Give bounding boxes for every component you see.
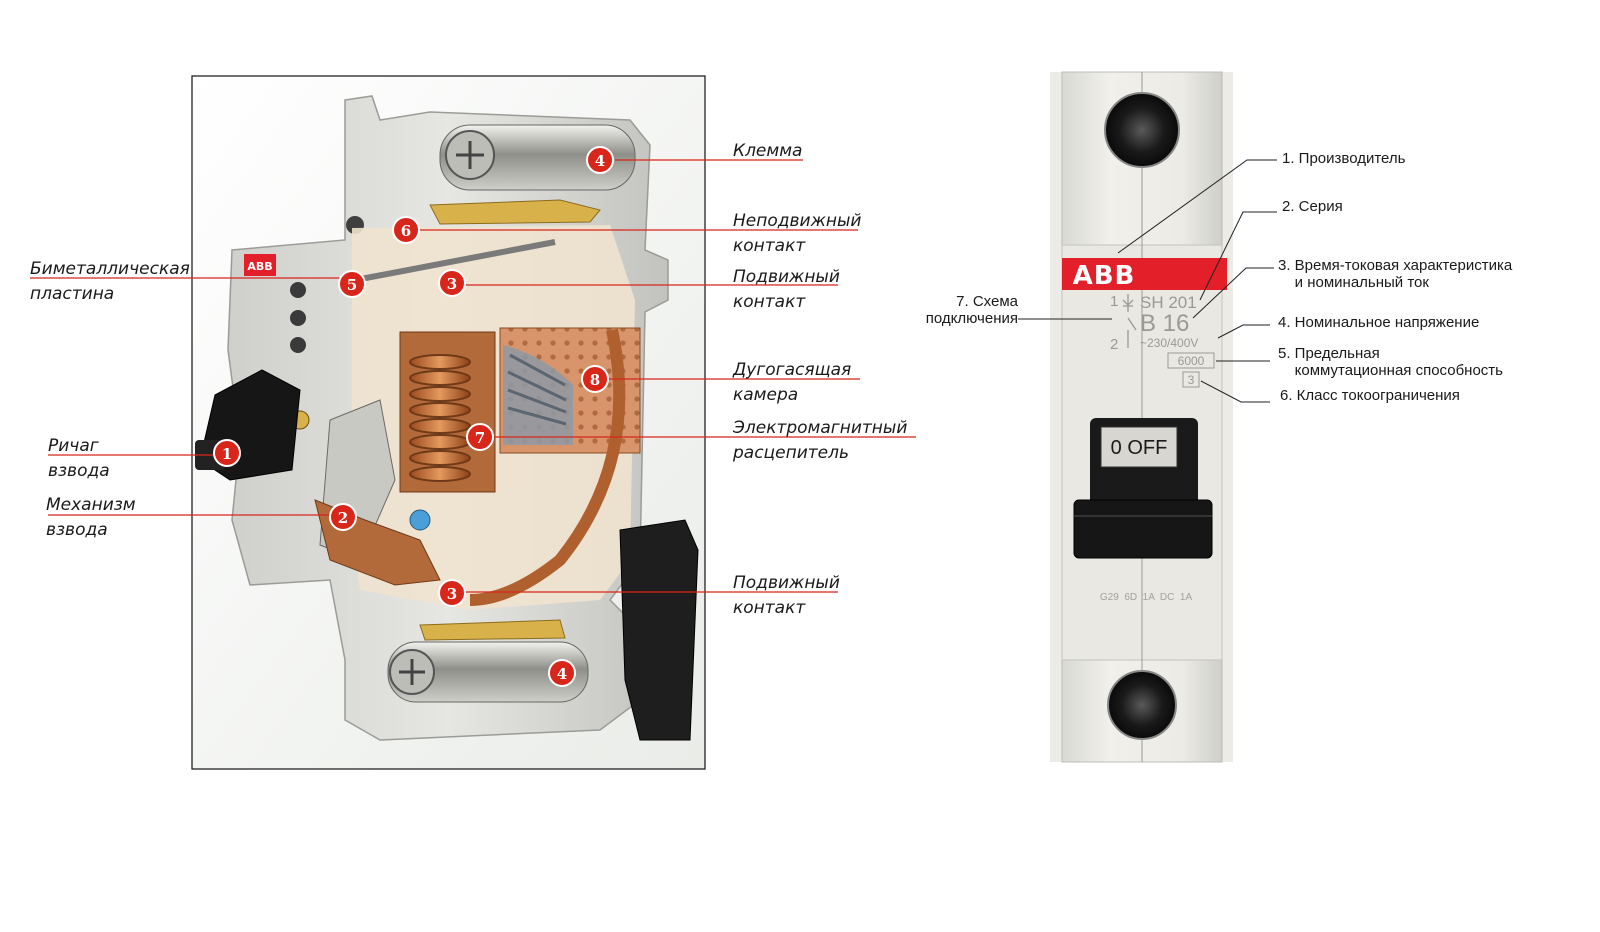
label-moving-contact-bottom-2: контакт bbox=[733, 598, 806, 618]
badge-6: 6 bbox=[392, 216, 420, 244]
limiting-class-text: 3 bbox=[1188, 373, 1195, 387]
badge-3-top: 3 bbox=[438, 269, 466, 297]
bottom-codes: G29 6D 1A DC 1A bbox=[1100, 592, 1193, 603]
annotation-capacity-2: коммутационная способность bbox=[1278, 362, 1503, 379]
label-bimetal-2: пластина bbox=[30, 284, 114, 304]
badge-3-bottom: 3 bbox=[438, 579, 466, 607]
toggle-state-text: 0 OFF bbox=[1111, 437, 1168, 459]
breaker-front: ABB 1 2 SH 201 B 16 ~230/400V 6000 3 0 O… bbox=[1050, 71, 1233, 763]
label-em-release-2: расцепитель bbox=[732, 443, 849, 463]
terminal-bottom bbox=[387, 641, 589, 703]
voltage-text: ~230/400V bbox=[1140, 336, 1198, 350]
copper-conductor bbox=[469, 328, 626, 606]
annotations: 1. Производитель 2. Серия 3. Время-токов… bbox=[926, 150, 1513, 404]
annotation-leaders bbox=[1018, 159, 1277, 403]
series-text: SH 201 bbox=[1140, 293, 1197, 312]
svg-text:4: 4 bbox=[557, 665, 567, 683]
label-fixed-contact-1: Неподвижный bbox=[733, 211, 861, 231]
badge-4-top: 4 bbox=[586, 146, 614, 174]
annotation-characteristic-2: и номинальный ток bbox=[1278, 274, 1429, 291]
annotation-capacity-1: 5. Предельная bbox=[1278, 345, 1380, 362]
cutaway-labels: Клемма Неподвижный контакт Подвижный кон… bbox=[30, 141, 907, 618]
cutaway-illustration: ABB bbox=[191, 75, 706, 770]
svg-text:8: 8 bbox=[590, 371, 600, 389]
annotation-manufacturer: 1. Производитель bbox=[1282, 150, 1406, 167]
svg-text:3: 3 bbox=[447, 585, 457, 603]
label-lever-2: взвода bbox=[48, 461, 110, 481]
bottom-screw-hole bbox=[1107, 670, 1177, 740]
annotation-diagram-1: 7. Схема bbox=[956, 293, 1018, 310]
bimetal-strip bbox=[344, 239, 556, 285]
label-arc-chamber-2: камера bbox=[733, 385, 798, 405]
annotation-series: 2. Серия bbox=[1282, 198, 1343, 215]
badge-4-bottom: 4 bbox=[548, 659, 576, 687]
label-moving-contact-bottom-1: Подвижный bbox=[733, 573, 840, 593]
mount-hole bbox=[290, 337, 306, 353]
badge-1: 1 bbox=[213, 439, 241, 467]
label-moving-contact-top-1: Подвижный bbox=[733, 267, 840, 287]
label-em-release-1: Электромагнитный bbox=[732, 418, 907, 438]
label-lever-1: Ричаг bbox=[48, 436, 99, 456]
label-moving-contact-top-2: контакт bbox=[733, 292, 806, 312]
svg-text:1: 1 bbox=[222, 445, 232, 463]
label-fixed-contact-2: контакт bbox=[733, 236, 806, 256]
svg-text:7: 7 bbox=[475, 429, 485, 447]
rating-text: B 16 bbox=[1140, 310, 1189, 337]
label-klemma: Клемма bbox=[733, 141, 802, 161]
svg-text:5: 5 bbox=[347, 276, 357, 294]
leader-lines bbox=[30, 159, 916, 593]
label-arc-chamber-1: Дугогасящая bbox=[732, 360, 851, 380]
top-screw-hole bbox=[1104, 92, 1180, 168]
svg-text:4: 4 bbox=[595, 152, 605, 170]
badge-8: 8 bbox=[581, 365, 609, 393]
coil bbox=[409, 354, 471, 482]
din-clip bbox=[619, 519, 699, 741]
label-bimetal-1: Биметаллическая bbox=[30, 259, 190, 279]
brand-logo: ABB bbox=[1073, 261, 1136, 291]
mount-hole bbox=[290, 282, 306, 298]
svg-text:3: 3 bbox=[447, 275, 457, 293]
pole-mark-1: 1 bbox=[1110, 293, 1118, 310]
pole-mark-2: 2 bbox=[1110, 336, 1118, 353]
svg-text:2: 2 bbox=[338, 509, 348, 527]
annotation-limiting-class: 6. Класс токоограничения bbox=[1280, 387, 1460, 404]
label-mechanism-2: взвода bbox=[46, 520, 108, 540]
annotation-voltage: 4. Номинальное напряжение bbox=[1278, 314, 1479, 331]
annotation-characteristic-1: 3. Время-токовая характеристика bbox=[1278, 257, 1513, 274]
brand-band bbox=[1062, 258, 1227, 290]
brass-clamp bbox=[429, 199, 601, 225]
badges: 4 6 3 5 8 7 1 2 3 4 bbox=[213, 146, 614, 687]
housing-brand-tag bbox=[244, 254, 276, 276]
annotation-diagram-2: подключения bbox=[926, 310, 1018, 327]
svg-text:6: 6 bbox=[401, 222, 411, 240]
mount-hole bbox=[290, 310, 306, 326]
housing-brand-text: ABB bbox=[247, 260, 272, 273]
label-mechanism-1: Механизм bbox=[46, 495, 136, 515]
badge-7: 7 bbox=[466, 423, 494, 451]
badge-5: 5 bbox=[338, 270, 366, 298]
toggle-indicator bbox=[1100, 426, 1178, 468]
breaking-capacity-text: 6000 bbox=[1178, 354, 1205, 368]
toggle-handle[interactable] bbox=[1073, 499, 1213, 559]
wiring-symbol bbox=[1122, 294, 1137, 348]
badge-2: 2 bbox=[329, 503, 357, 531]
